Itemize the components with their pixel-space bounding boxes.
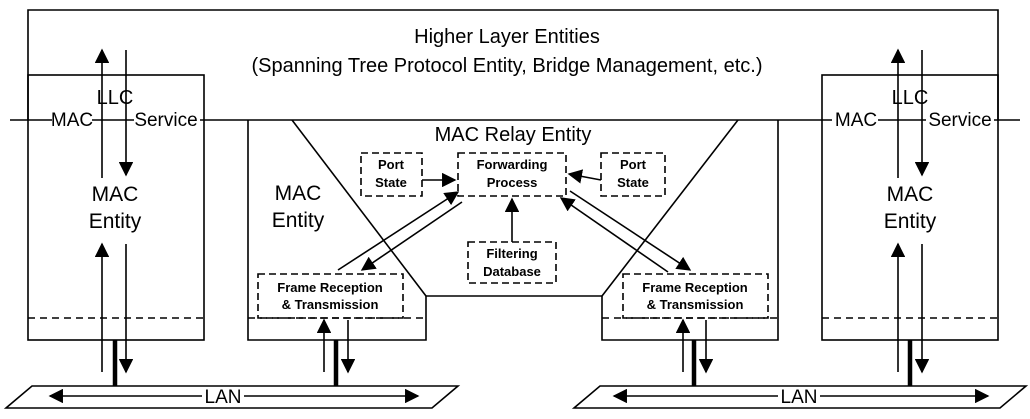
left-service-label: Service — [134, 110, 197, 131]
right-mac-entity-line2: Entity — [884, 210, 937, 233]
forwarding-to-frame-right-arrow — [569, 190, 692, 271]
port-state-left-line1: Port — [378, 157, 405, 172]
port-state-right-box — [600, 152, 666, 197]
frame-left-to-forwarding-arrow — [337, 191, 460, 271]
lan-right-shape — [571, 385, 1029, 409]
relay-title: MAC Relay Entity — [435, 124, 592, 146]
higher-layer-subtitle: (Spanning Tree Protocol Entity, Bridge M… — [251, 55, 762, 77]
port-state-left-box — [360, 152, 423, 197]
port-state-left-line2: State — [375, 175, 407, 190]
higher-layer-title: Higher Layer Entities — [414, 26, 600, 48]
right-mac-label: MAC — [835, 110, 877, 131]
left-mac-label: MAC — [51, 110, 93, 131]
relay-mac-entity-line2: Entity — [272, 209, 325, 232]
left-llc-label: LLC — [97, 87, 134, 109]
frame-left-line1: Frame Reception — [277, 280, 383, 295]
frame-left-box — [257, 273, 404, 319]
port-state-right-line1: Port — [620, 157, 647, 172]
right-mac-entity-line1: MAC — [887, 183, 934, 206]
port-state-right-line2: State — [617, 175, 649, 190]
forwarding-line2: Process — [487, 175, 538, 190]
lan-left-label: LAN — [205, 387, 242, 408]
frame-right-to-forwarding-arrow — [559, 197, 669, 273]
filtering-line1: Filtering — [486, 246, 537, 261]
relay-right-slant — [601, 119, 739, 297]
frame-right-line1: Frame Reception — [642, 280, 748, 295]
left-mac-entity-line1: MAC — [92, 183, 139, 206]
higher-layer-box — [27, 9, 999, 120]
port-state-right-arrow — [567, 169, 602, 184]
lan-right-label: LAN — [781, 387, 818, 408]
forwarding-line1: Forwarding — [477, 157, 548, 172]
lan-left-shape — [3, 385, 461, 409]
frame-left-line2: & Transmission — [282, 297, 379, 312]
forwarding-to-frame-left-arrow — [360, 201, 463, 271]
frame-right-line2: & Transmission — [647, 297, 744, 312]
right-service-label: Service — [928, 110, 991, 131]
filtering-line2: Database — [483, 264, 541, 279]
left-mac-entity-line2: Entity — [89, 210, 142, 233]
relay-left-slant — [291, 119, 427, 297]
right-llc-label: LLC — [892, 87, 929, 109]
relay-mac-entity-line1: MAC — [275, 182, 322, 205]
forwarding-process-box — [457, 152, 567, 197]
frame-right-box — [622, 273, 769, 319]
